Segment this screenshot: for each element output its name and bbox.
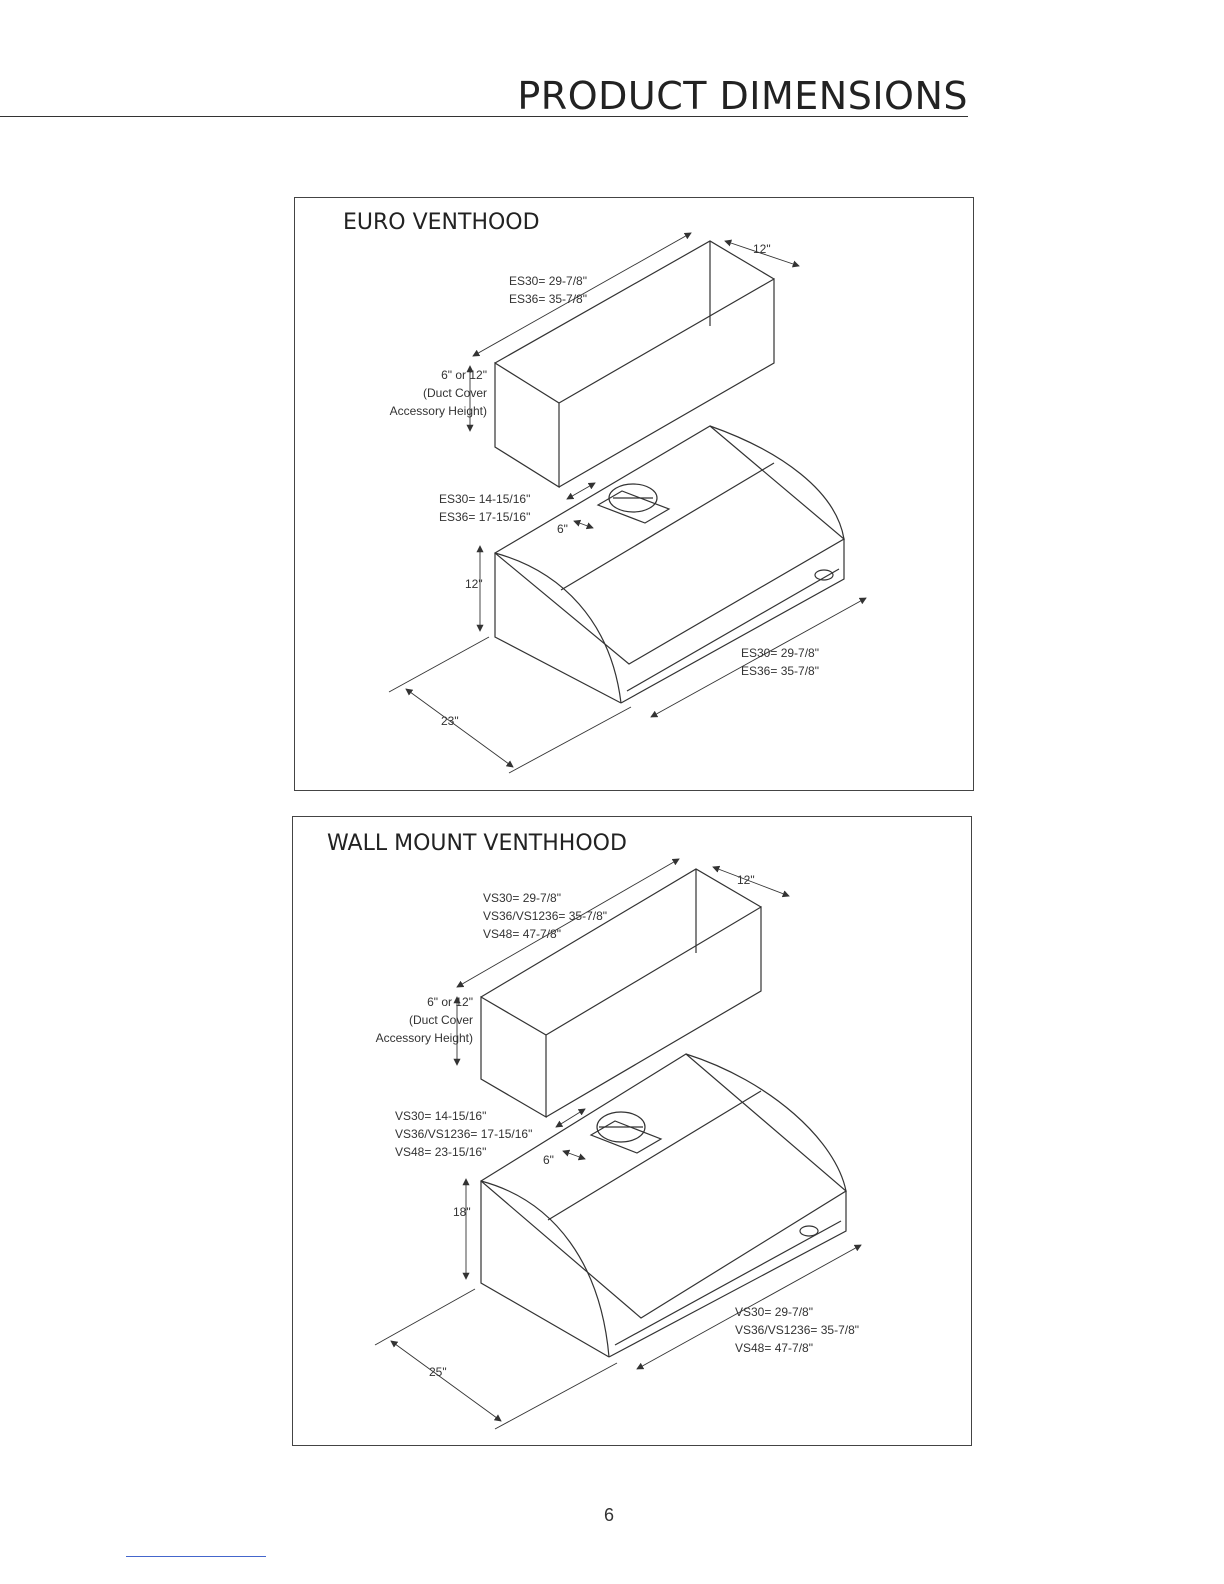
duct-cover-front xyxy=(480,995,547,1119)
hood-left-side xyxy=(480,1181,610,1358)
duct-collar-plate xyxy=(589,1120,663,1154)
hood-top xyxy=(479,1053,848,1319)
page-title: PRODUCT DIMENSIONS xyxy=(517,74,968,118)
hood-left-side xyxy=(494,553,622,704)
wall-panel-title: WALL MOUNT VENTHHOOD xyxy=(327,831,627,856)
wall-duct-width-label: VS30= 29-7/8"VS36/VS1236= 35-7/8"VS48= 4… xyxy=(483,891,608,941)
euro-collar-depth-label: 6" xyxy=(557,522,568,536)
wall-hood-depth-label: 25" xyxy=(429,1365,447,1379)
duct-collar-ring xyxy=(596,1111,646,1143)
euro-panel-title: EURO VENTHOOD xyxy=(343,210,540,235)
hood-front-curve xyxy=(494,425,845,704)
duct-cover-front xyxy=(494,361,560,489)
title-rule xyxy=(0,116,968,117)
logo-badge xyxy=(814,569,834,581)
euro-collar-offset-label: ES30= 14-15/16"ES36= 17-15/16" xyxy=(439,492,531,524)
euro-venthood-drawing xyxy=(388,232,867,774)
footer-rule xyxy=(126,1556,266,1557)
wall-duct-depth-label: 12" xyxy=(737,873,755,887)
euro-venthood-panel: EURO VENTHOOD ES30= 29-7/8"ES36= 35-7/8"… xyxy=(294,197,974,791)
euro-duct-depth-label: 12" xyxy=(753,242,771,256)
page-number: 6 xyxy=(604,1505,615,1525)
wall-hood-width-label: VS30= 29-7/8"VS36/VS1236= 35-7/8"VS48= 4… xyxy=(735,1305,860,1355)
euro-hood-depth-label: 23" xyxy=(441,714,459,728)
hood-top xyxy=(493,425,846,665)
wall-mount-venthood-drawing xyxy=(374,858,862,1430)
wall-hood-height-label: 18" xyxy=(453,1205,471,1219)
euro-duct-width-label: ES30= 29-7/8"ES36= 35-7/8" xyxy=(509,274,587,306)
duct-collar-plate xyxy=(596,490,671,524)
wall-collar-depth-label: 6" xyxy=(543,1153,554,1167)
euro-hood-height-label: 12" xyxy=(465,577,483,591)
euro-hood-width-label: ES30= 29-7/8"ES36= 35-7/8" xyxy=(741,646,819,678)
hood-front-curve xyxy=(480,1053,847,1358)
wall-mount-venthood-panel: WALL MOUNT VENTHHOOD VS30= 29-7/8"VS36/V… xyxy=(292,816,972,1446)
duct-collar-ring xyxy=(608,483,658,513)
logo-badge xyxy=(799,1225,819,1237)
wall-collar-offset-label: VS30= 14-15/16"VS36/VS1236= 17-15/16"VS4… xyxy=(395,1109,533,1159)
